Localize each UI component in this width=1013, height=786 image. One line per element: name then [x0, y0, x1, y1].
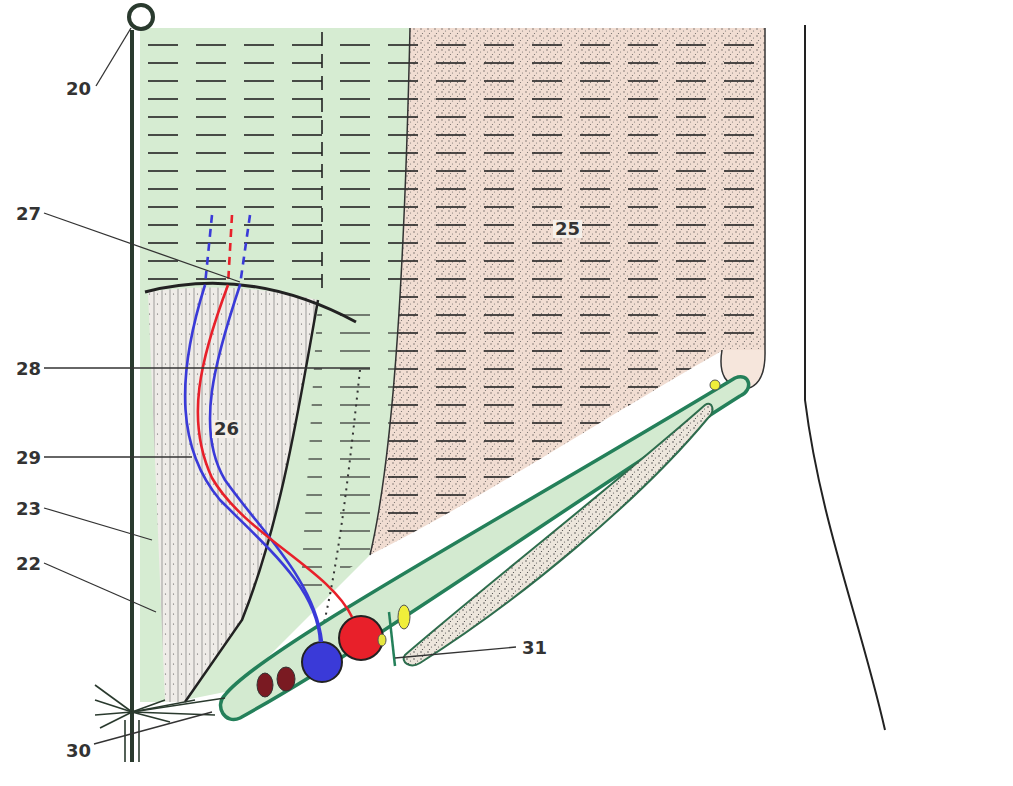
callout-number: 25 — [553, 220, 582, 238]
callout-number: 28 — [16, 360, 41, 378]
callout-number: 23 — [16, 500, 41, 518]
callout-number: 31 — [522, 639, 547, 657]
callout-number: 30 — [66, 742, 91, 760]
callout-number: 20 — [66, 80, 91, 98]
callout-number: 26 — [212, 420, 241, 438]
callout-number: 29 — [16, 449, 41, 467]
callout-number: 27 — [16, 205, 41, 223]
callout-number: 22 — [16, 555, 41, 573]
